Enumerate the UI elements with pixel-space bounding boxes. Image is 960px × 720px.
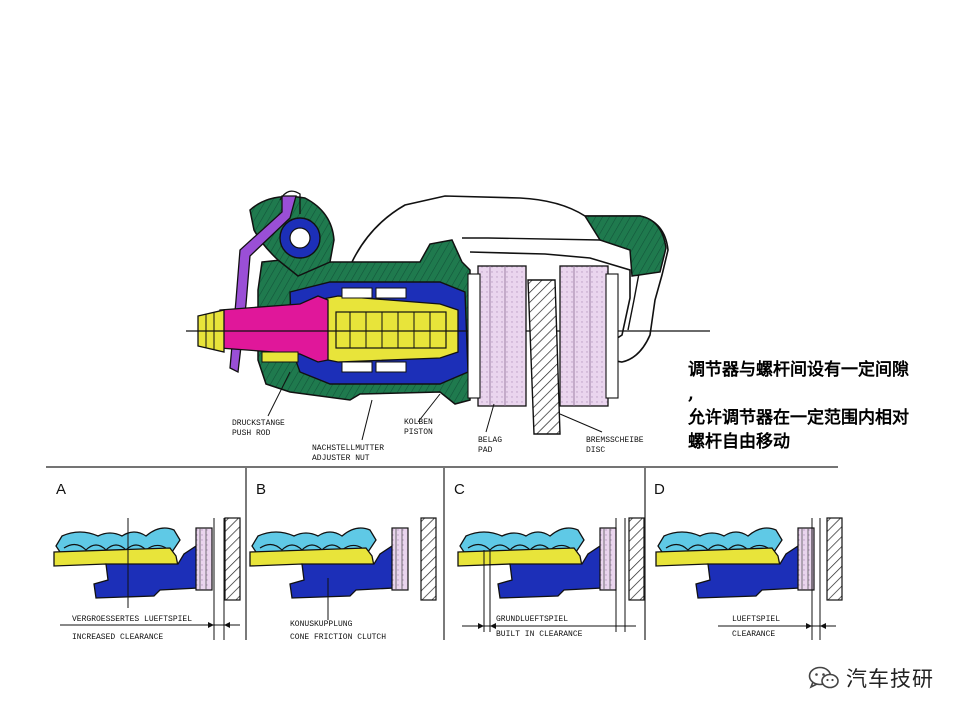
inner-pad bbox=[477, 265, 527, 407]
adjuster-label-en: ADJUSTER NUT bbox=[312, 454, 370, 463]
panel-d: D LUEFTSPIEL CLEARANCE bbox=[654, 481, 843, 640]
cable-lever bbox=[229, 195, 297, 373]
panel-c-caption-de: GRUNDLUEFTSPIEL bbox=[496, 615, 568, 624]
brake-disc bbox=[527, 279, 561, 435]
push-rod-label-en: PUSH ROD bbox=[232, 429, 271, 438]
brake-caliper-cross-section: DRUCKSTANGE PUSH ROD NACHSTELLMUTTER ADJ… bbox=[186, 190, 710, 463]
panel-b-letter: B bbox=[256, 481, 266, 498]
explanation-callout: 调节器与螺杆间设有一定间隙 , 允许调节器在一定范围内相对 螺杆自由移动 bbox=[688, 358, 950, 454]
disc-label-en: DISC bbox=[586, 446, 605, 455]
callout-line-3: 允许调节器在一定范围内相对 bbox=[688, 408, 909, 428]
watermark: 汽车技研 bbox=[808, 664, 934, 692]
adjuster-label-de: NACHSTELLMUTTER bbox=[312, 444, 384, 453]
callout-line-4: 螺杆自由移动 bbox=[688, 432, 790, 452]
piston-label-en: PISTON bbox=[404, 428, 433, 437]
watermark-text: 汽车技研 bbox=[846, 667, 934, 691]
panel-b: B KONUSKUPPLUNG CONE FRICTION CLUTCH bbox=[249, 481, 437, 642]
caliper-bridge bbox=[583, 215, 667, 277]
panel-a-letter: A bbox=[56, 481, 66, 498]
clearance-panels: A VERGROESSERTES LUEFTSPIEL INCREASED CL… bbox=[46, 466, 843, 642]
panel-a-caption-de: VERGROESSERTES LUEFTSPIEL bbox=[72, 615, 192, 624]
pad-label-de: BELAG bbox=[478, 436, 502, 445]
outer-pad bbox=[559, 265, 609, 407]
callout-line-2: , bbox=[688, 384, 694, 404]
panel-a-caption-en: INCREASED CLEARANCE bbox=[72, 633, 163, 642]
panel-c-letter: C bbox=[454, 481, 465, 498]
needle-bearing bbox=[341, 287, 407, 373]
callout-line-1: 调节器与螺杆间设有一定间隙 bbox=[688, 360, 909, 380]
piston-label-de: KOLBEN bbox=[404, 418, 433, 427]
pad-label-en: PAD bbox=[478, 446, 493, 455]
wechat-icon bbox=[808, 666, 839, 689]
panel-d-caption-en: CLEARANCE bbox=[732, 630, 775, 639]
panel-b-caption-en: CONE FRICTION CLUTCH bbox=[290, 633, 386, 642]
push-rod-label-de: DRUCKSTANGE bbox=[232, 419, 285, 428]
panel-b-caption-de: KONUSKUPPLUNG bbox=[290, 620, 353, 629]
disc-label-de: BREMSSCHEIBE bbox=[586, 436, 644, 445]
panel-d-caption-de: LUEFTSPIEL bbox=[732, 615, 780, 624]
panel-c-caption-en: BUILT IN CLEARANCE bbox=[496, 630, 583, 639]
push-rod bbox=[219, 295, 329, 363]
panel-a: A VERGROESSERTES LUEFTSPIEL INCREASED CL… bbox=[53, 481, 241, 642]
panel-d-letter: D bbox=[654, 481, 665, 498]
panel-c: C GRUNDLUEFTSPIEL BUILT IN CLEARANCE bbox=[454, 481, 645, 639]
